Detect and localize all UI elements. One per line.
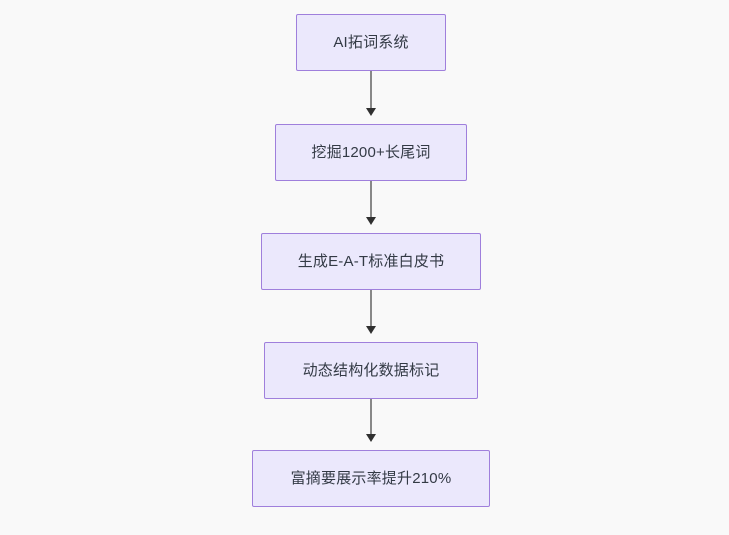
node-label: 生成E-A-T标准白皮书 bbox=[297, 252, 445, 270]
arrowhead-icon bbox=[366, 326, 376, 334]
edge-line bbox=[370, 399, 372, 435]
edge-line bbox=[370, 181, 372, 218]
edge-line bbox=[370, 71, 372, 109]
edge-schema-to-result bbox=[366, 399, 376, 442]
arrowhead-icon bbox=[366, 217, 376, 225]
flowchart-node-ai-keyword-system[interactable]: AI拓词系统 bbox=[296, 14, 446, 71]
arrowhead-icon bbox=[366, 108, 376, 116]
flowchart-node-mine-longtail-keywords[interactable]: 挖掘1200+长尾词 bbox=[275, 124, 467, 181]
edge-whitepaper-to-schema bbox=[366, 290, 376, 334]
arrowhead-icon bbox=[366, 434, 376, 442]
edge-line bbox=[370, 290, 372, 327]
edge-ai-to-longtail bbox=[366, 71, 376, 116]
flowchart-node-rich-snippet-rate-increase[interactable]: 富摘要展示率提升210% bbox=[252, 450, 490, 507]
flowchart-node-generate-eat-whitepaper[interactable]: 生成E-A-T标准白皮书 bbox=[261, 233, 481, 290]
node-label: AI拓词系统 bbox=[333, 33, 409, 51]
node-label: 动态结构化数据标记 bbox=[302, 361, 440, 379]
node-label: 富摘要展示率提升210% bbox=[290, 469, 452, 487]
node-label: 挖掘1200+长尾词 bbox=[311, 143, 431, 161]
flowchart-node-dynamic-structured-data-markup[interactable]: 动态结构化数据标记 bbox=[264, 342, 478, 399]
edge-longtail-to-whitepaper bbox=[366, 181, 376, 225]
